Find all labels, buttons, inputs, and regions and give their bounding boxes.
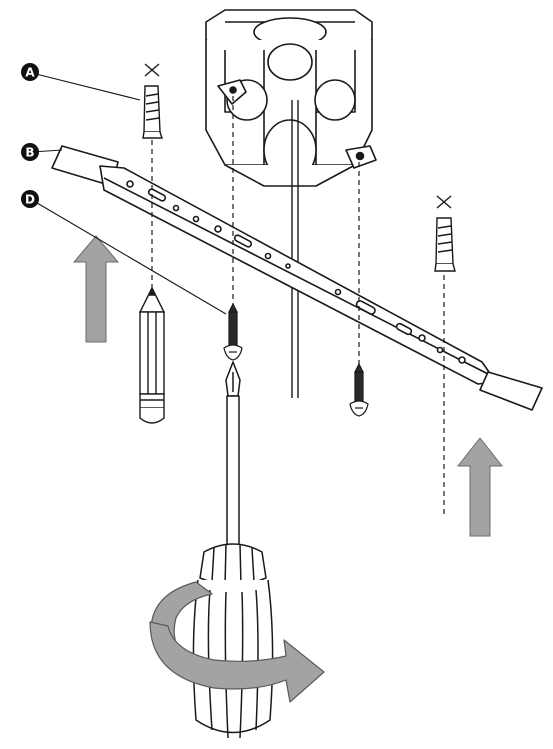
- up-arrow-icon: [74, 236, 118, 342]
- callout-label-d: D: [25, 193, 35, 207]
- screw-icon: [224, 304, 242, 360]
- callout-a: A: [21, 63, 140, 100]
- up-arrow-icon: [458, 438, 502, 536]
- junction-box: [206, 10, 376, 186]
- wall-anchor-icon: [143, 86, 162, 138]
- target-x-icon: [145, 64, 159, 76]
- callout-label-b: B: [25, 146, 34, 160]
- target-x-icon: [437, 196, 451, 208]
- wall-anchor-icon: [435, 218, 455, 271]
- screw-icon: [350, 364, 368, 416]
- pencil-icon: [140, 288, 164, 423]
- callout-label-a: A: [25, 66, 35, 80]
